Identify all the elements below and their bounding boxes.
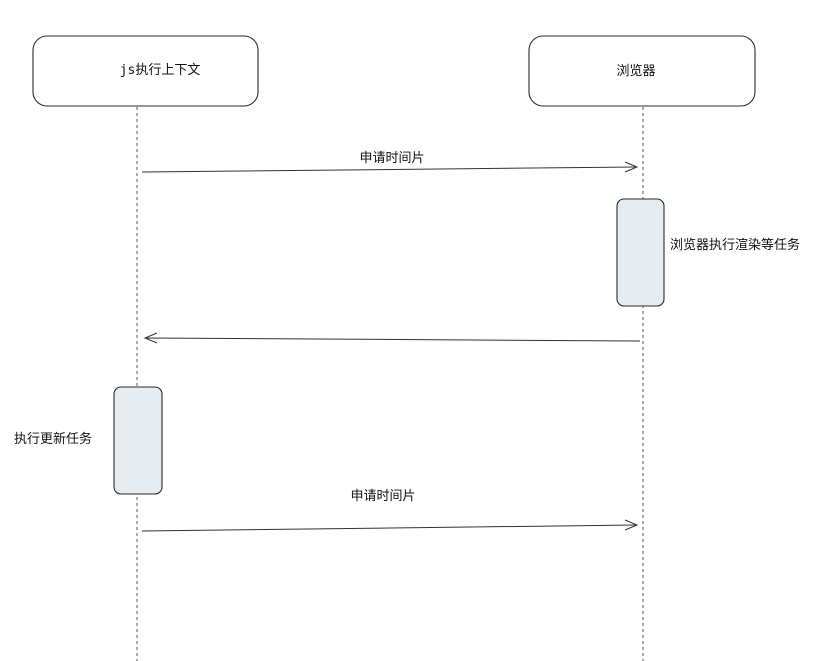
activation-label-js-context: 执行更新任务 [14,431,92,447]
actor-box-js-context [32,35,259,107]
message-label-1: 申请时间片 [359,151,424,166]
arrowhead-left-2 [143,332,158,344]
arrowhead-right-1 [624,161,639,173]
arrowhead-right-3 [624,519,639,531]
actor-box-browser [528,35,756,107]
message-request-timeslice-2: 申请时间片 [141,489,639,532]
message-return [143,332,641,344]
message-arrow-2 [144,337,641,342]
activation-box-js-context [113,386,163,495]
actor-js-context[interactable]: js执行上下文 [32,35,259,107]
actor-browser[interactable]: 浏览器 [528,35,756,107]
activation-box-browser [616,198,665,307]
actor-label-browser: 浏览器 [616,63,655,79]
actor-label-js-context: js执行上下文 [120,63,201,78]
message-request-timeslice-1: 申请时间片 [141,151,639,173]
message-arrow-3 [141,524,638,532]
activation-browser: 浏览器执行渲染等任务 [616,198,800,307]
message-label-3: 申请时间片 [350,489,415,504]
activation-label-browser: 浏览器执行渲染等任务 [670,237,800,253]
message-arrow-1 [141,166,638,173]
activation-js-context: 执行更新任务 [14,386,163,495]
